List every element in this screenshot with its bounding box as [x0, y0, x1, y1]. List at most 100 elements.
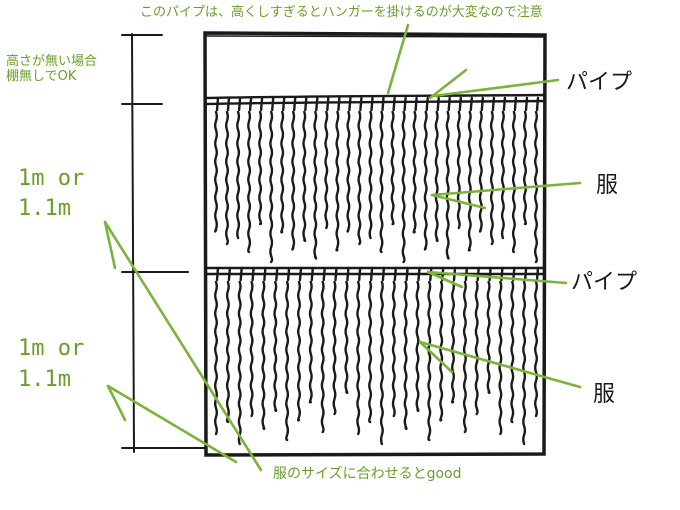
upper-height-label-line1: 1m or	[18, 166, 85, 191]
pipe-upper-label: パイプ	[566, 70, 633, 95]
garment-upper	[379, 110, 384, 254]
hanger-hook	[469, 96, 473, 112]
garment-upper	[412, 110, 417, 234]
garment-upper	[534, 110, 538, 264]
garment-lower	[368, 280, 373, 424]
garment-upper	[247, 110, 252, 254]
garment-upper	[357, 110, 362, 246]
hanger-hook	[348, 96, 352, 112]
size-fit-note: 服のサイズに合わせるとgood	[273, 466, 462, 482]
garment-lower	[261, 280, 266, 431]
pipe-middle-label: パイプ	[571, 270, 638, 295]
garment-upper	[335, 110, 340, 252]
garment-lower	[308, 280, 313, 404]
hanger-hook	[458, 96, 462, 112]
lower-height-label-line1: 1m or	[18, 336, 85, 361]
clothes-upper-label: 服	[596, 173, 619, 198]
hanger-hook	[535, 96, 540, 112]
garment-lower	[297, 280, 301, 422]
upper-height-label-line2: 1.1m	[18, 196, 71, 221]
shelf-note-line2: 棚無しでOK	[6, 68, 77, 84]
clothes-upper	[214, 96, 540, 264]
garment-lower	[214, 280, 218, 436]
hanger-hook	[381, 96, 385, 112]
garment-upper	[390, 110, 395, 226]
hanger-hook	[403, 96, 407, 112]
dimension-line	[121, 33, 207, 453]
garment-upper	[478, 110, 483, 233]
garment-lower	[379, 280, 384, 446]
clothes-lower-label: 服	[593, 382, 616, 407]
hanger-hook	[480, 96, 484, 112]
closet-frame	[203, 31, 547, 457]
lower-height-label-line2: 1.1m	[18, 367, 71, 392]
hanger-hook	[524, 96, 529, 112]
garment-upper	[401, 110, 406, 264]
garment-lower	[510, 280, 515, 424]
garment-upper	[489, 110, 494, 246]
hanger-hook	[370, 96, 374, 112]
hanger-hook	[491, 96, 496, 112]
garment-upper	[302, 110, 307, 243]
pipe-upper	[204, 93, 547, 106]
garment-lower	[415, 280, 420, 413]
garment-lower	[462, 280, 467, 434]
garment-lower	[285, 280, 290, 442]
garment-lower	[249, 280, 254, 418]
hanger-hook	[337, 96, 341, 112]
garment-lower	[320, 280, 325, 434]
hanger-hook	[293, 96, 297, 112]
hanger-hook	[447, 96, 451, 112]
hanger-hook	[513, 96, 518, 112]
garment-upper	[467, 110, 472, 252]
garment-lower	[439, 280, 444, 422]
garment-lower	[237, 280, 242, 446]
shelf-note-line1: 高さが無い場合	[6, 54, 98, 69]
garment-upper	[324, 110, 329, 230]
hanger-hook	[304, 96, 308, 112]
pipe-lower	[204, 266, 547, 276]
garment-upper	[445, 110, 450, 260]
garment-upper	[423, 110, 428, 251]
garment-upper	[511, 110, 516, 254]
garment-upper	[500, 110, 505, 240]
garment-lower	[522, 280, 527, 446]
hanger-hook	[436, 96, 440, 112]
garment-lower	[273, 280, 278, 413]
garment-upper	[214, 110, 218, 233]
garment-upper	[291, 110, 296, 251]
garment-upper	[313, 110, 318, 260]
hanger-hook	[502, 96, 507, 112]
hanger-hook	[425, 96, 429, 112]
garment-upper	[280, 110, 285, 234]
garment-lower	[486, 280, 491, 395]
garment-lower	[474, 280, 479, 416]
garment-upper	[258, 110, 263, 226]
garment-upper	[269, 110, 274, 264]
annotation-pointers	[103, 23, 582, 472]
garment-upper	[368, 110, 373, 240]
hanger-hook	[315, 96, 319, 112]
garment-lower	[403, 280, 408, 431]
garment-lower	[498, 280, 503, 436]
hanger-hook	[326, 96, 330, 112]
garment-upper	[236, 110, 241, 240]
garment-upper	[225, 110, 229, 246]
garment-lower	[391, 280, 396, 418]
garment-upper	[523, 110, 527, 226]
hanger-hook	[392, 96, 396, 112]
garment-lower	[451, 280, 455, 404]
garment-lower	[332, 280, 337, 416]
garment-lower	[427, 280, 432, 442]
hanger-hook	[414, 96, 418, 112]
garment-lower	[225, 280, 230, 424]
garment-upper	[434, 110, 439, 243]
shelf-note: 高さが無い場合 棚無しでOK	[6, 54, 98, 85]
garment-lower	[356, 280, 361, 436]
garment-lower	[344, 280, 349, 395]
garment-upper	[456, 110, 461, 230]
pipe-height-warning: このパイプは、高くしすぎるとハンガーを掛けるのが大変なので注意	[140, 5, 543, 20]
garment-upper	[346, 110, 351, 233]
hanger-hook	[359, 96, 363, 112]
